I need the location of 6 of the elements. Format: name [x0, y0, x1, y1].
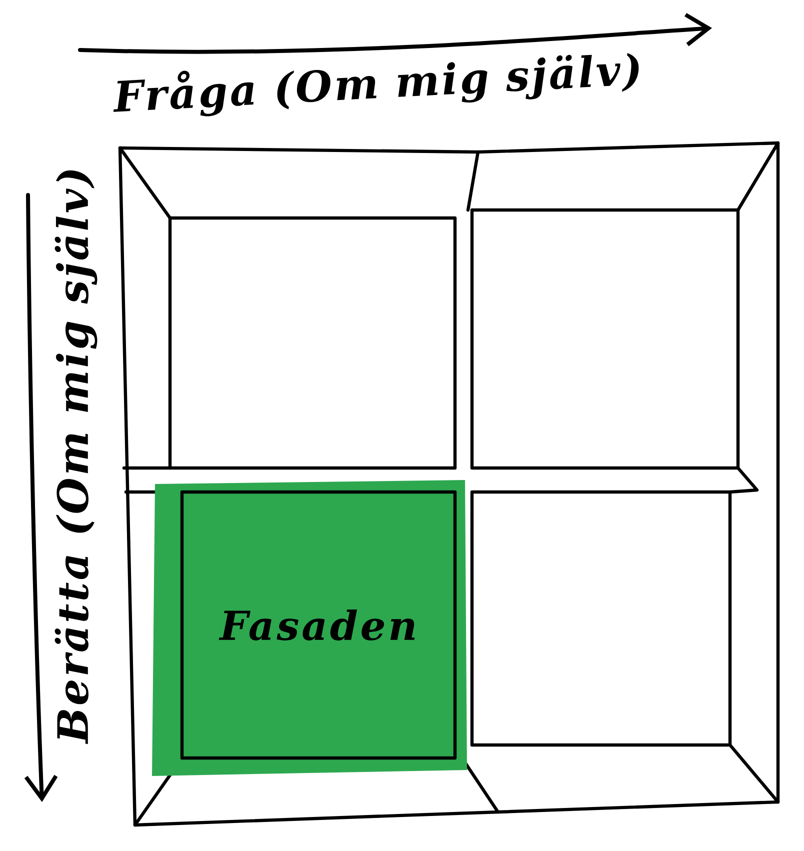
axis-label: Fråga (Om mig själv): [113, 52, 639, 116]
quadrant-box: [470, 490, 732, 747]
quadrant-box: Fasaden: [152, 480, 467, 776]
quadrant-box: [470, 208, 740, 470]
quadrant-box: [168, 216, 457, 470]
axis-label: Berätta (Om mig själv): [54, 170, 98, 744]
